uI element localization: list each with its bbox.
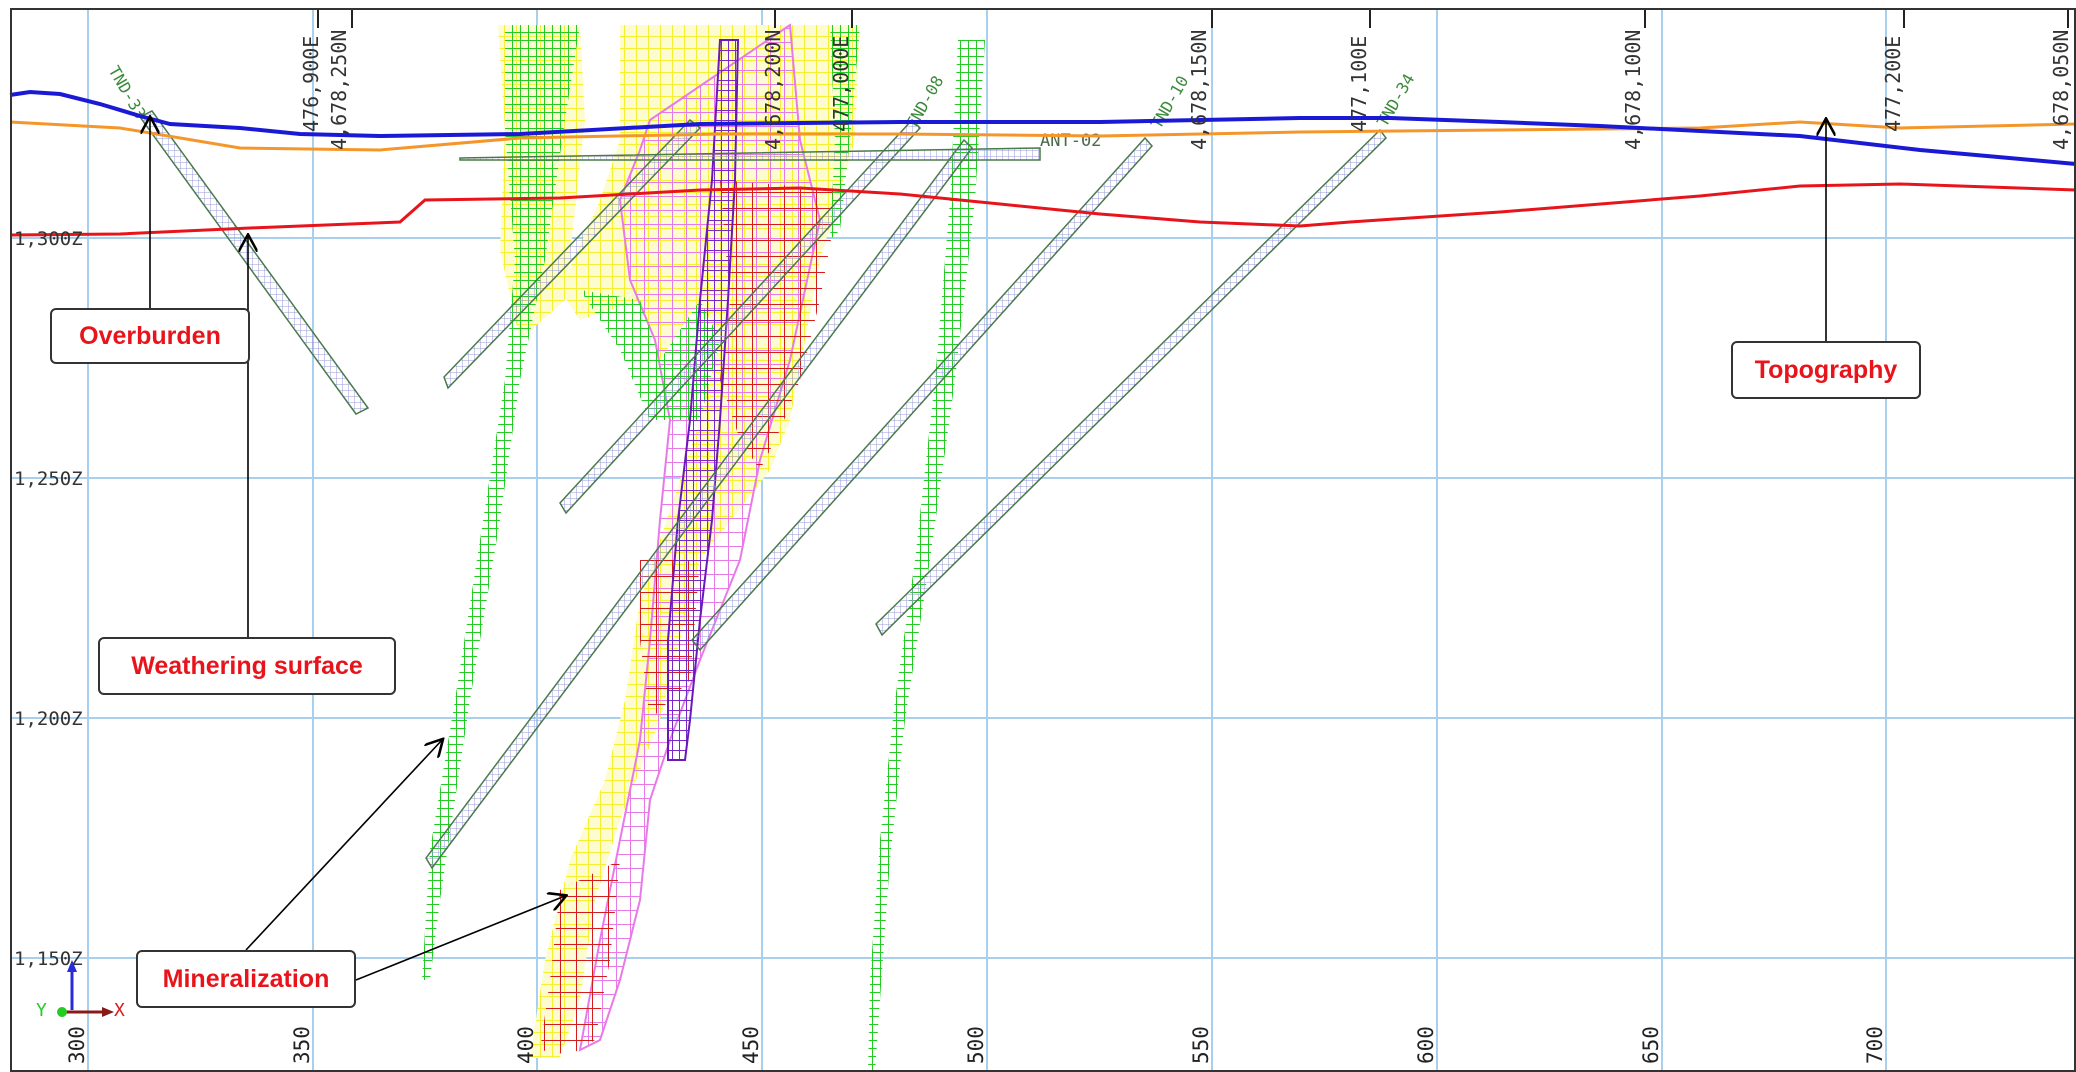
label-tnd-34: TND-34 bbox=[1373, 70, 1418, 130]
overburden-line bbox=[9, 120, 2076, 152]
topography-callout: Topography bbox=[1731, 341, 1921, 399]
distance-label-350: 350 bbox=[290, 1026, 314, 1064]
distance-label-600: 600 bbox=[1414, 1026, 1438, 1064]
mineralization-bodies bbox=[422, 23, 985, 1072]
mineralization-arrow-2 bbox=[355, 896, 565, 981]
northing-label-4678200: 4,678,200N bbox=[761, 30, 785, 150]
easting-label-477200: 477,200E bbox=[1881, 36, 1905, 132]
elevation-labels: 1,300Z 1,250Z 1,200Z 1,150Z bbox=[14, 228, 83, 970]
weathering-surface-callout: Weathering surface bbox=[98, 637, 396, 695]
green-zone-upper bbox=[580, 290, 720, 420]
axis-indicator: Y X bbox=[36, 960, 125, 1021]
elevation-label-1200: 1,200Z bbox=[14, 708, 83, 730]
distance-labels: 300 350 400 450 500 550 600 650 700 bbox=[65, 1026, 1887, 1064]
drillhole-tnd-33 bbox=[138, 110, 370, 415]
coordinate-ticks bbox=[317, 8, 2069, 28]
northing-label-4678150: 4,678,150N bbox=[1187, 30, 1211, 150]
drillhole-tnd-10 bbox=[691, 136, 1154, 652]
easting-label-477000: 477,000E bbox=[829, 36, 853, 132]
elevation-label-1300: 1,300Z bbox=[14, 228, 83, 250]
northing-label-4678050: 4,678,050N bbox=[2049, 30, 2073, 150]
drillhole-trace-west-a bbox=[443, 118, 702, 390]
distance-label-700: 700 bbox=[1863, 1026, 1887, 1064]
coordinate-labels: 476,900E 4,678,250N 4,678,200N 477,000E … bbox=[299, 30, 2073, 150]
red-zone-upper bbox=[720, 180, 840, 470]
distance-label-500: 500 bbox=[964, 1026, 988, 1064]
grid-lines bbox=[10, 8, 2076, 1072]
topography-line bbox=[9, 89, 2076, 166]
axis-y-label: Y bbox=[36, 1000, 47, 1021]
green-vein-east bbox=[868, 40, 985, 1072]
northing-label-4678250: 4,678,250N bbox=[327, 30, 351, 150]
mineralization-arrow-1 bbox=[245, 740, 442, 951]
green-vein-center bbox=[830, 25, 860, 240]
distance-label-300: 300 bbox=[65, 1026, 89, 1064]
elevation-label-1150: 1,150Z bbox=[14, 948, 83, 970]
distance-label-400: 400 bbox=[514, 1026, 538, 1064]
callout-arrows bbox=[150, 118, 1826, 981]
drillhole-tnd-08 bbox=[425, 138, 973, 870]
drillholes bbox=[138, 110, 1387, 870]
overburden-callout: Overburden bbox=[50, 308, 250, 364]
green-vein-west bbox=[422, 25, 580, 980]
drillhole-trace-west-b bbox=[559, 118, 922, 515]
distance-label-550: 550 bbox=[1189, 1026, 1213, 1064]
mineralization-callout: Mineralization bbox=[136, 950, 356, 1008]
easting-label-477100: 477,100E bbox=[1347, 36, 1371, 132]
weathering-surface-line bbox=[9, 182, 2076, 237]
elevation-label-1250: 1,250Z bbox=[14, 468, 83, 490]
distance-label-450: 450 bbox=[739, 1026, 763, 1064]
axis-x-label: X bbox=[114, 1000, 125, 1021]
distance-label-650: 650 bbox=[1639, 1026, 1663, 1064]
drillhole-ant-02 bbox=[459, 147, 1041, 161]
easting-label-476900: 476,900E bbox=[299, 36, 323, 132]
label-tnd-10: TND-10 bbox=[1147, 72, 1192, 132]
northing-label-4678100: 4,678,100N bbox=[1621, 30, 1645, 150]
